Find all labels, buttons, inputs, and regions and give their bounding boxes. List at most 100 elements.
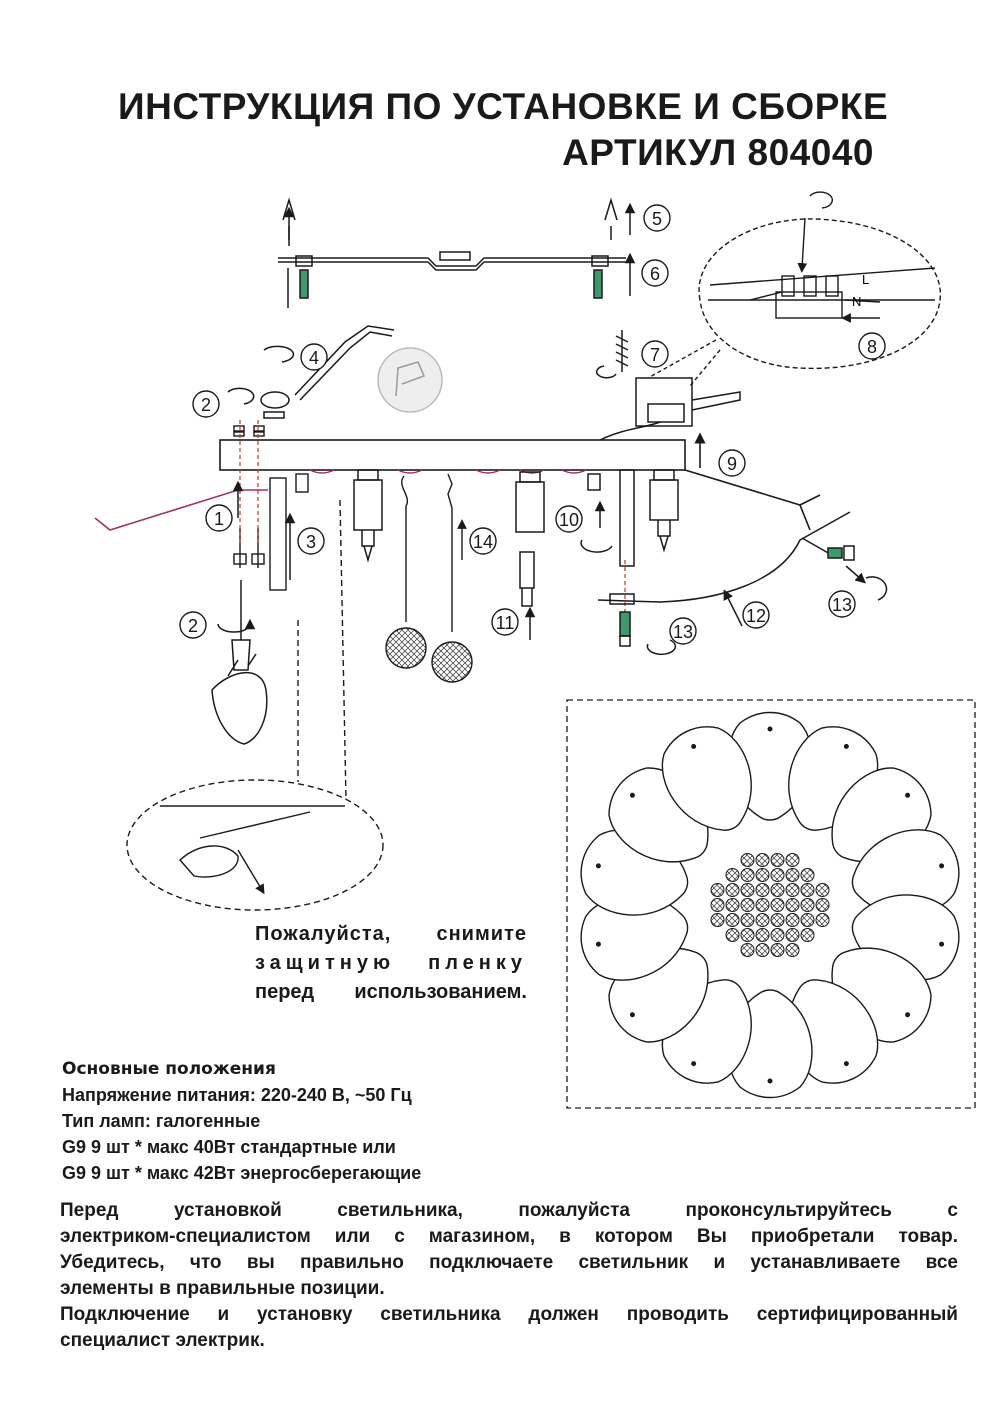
crystal-bead: [800, 868, 815, 882]
crystal-bead: [740, 898, 755, 912]
crystal-bead: [800, 913, 815, 927]
terminal-block-detail: [647, 191, 941, 387]
specs-option-2: G9 9 шт * макс 42Вт энергосберегающие: [62, 1163, 422, 1183]
hook-detail: [260, 325, 443, 419]
mounting-plate: [278, 197, 626, 308]
svg-text:2: 2: [188, 616, 198, 636]
step-11-label: 11: [491, 608, 519, 636]
svg-text:5: 5: [652, 209, 662, 229]
top-view-frame: [566, 699, 976, 1109]
crystal-bead: [815, 898, 830, 912]
svg-text:1: 1: [214, 509, 224, 529]
crystal-bead: [770, 868, 785, 882]
crystal-bead: [725, 928, 740, 942]
step-13-label-lower: 13: [669, 617, 697, 645]
film-notice-line-3: перед использованием.: [255, 981, 527, 1003]
step-2-label-lower: 2: [179, 611, 207, 639]
crystal-bead: [800, 898, 815, 912]
step-labels: 1 2 2 3 4 5 6 7 8 9 10 11 12 13 13 14: [179, 204, 886, 645]
notes-line-1: Перед установкой светильника, пожалуйста…: [60, 1200, 958, 1221]
svg-text:14: 14: [473, 532, 493, 552]
svg-text:12: 12: [746, 606, 766, 626]
canopy-body: [219, 432, 821, 531]
ceiling-screw-and-box: [595, 330, 741, 441]
crystal-bead: [785, 913, 800, 927]
crystal-bead: [725, 898, 740, 912]
crystal-bead: [785, 868, 800, 882]
crystal-bead: [785, 853, 800, 867]
svg-text:2: 2: [201, 395, 211, 415]
notes-line-4: элементы в правильные позиции.: [60, 1278, 385, 1299]
crystal-bead: [740, 883, 755, 897]
specs-heading: Основные положения: [62, 1059, 276, 1079]
safety-notes: Перед установкой светильника, пожалуйста…: [60, 1198, 958, 1354]
crystal-bead: [770, 943, 785, 957]
terminal-label-neutral: N: [852, 294, 861, 309]
crystal-bead: [710, 913, 725, 927]
svg-text:13: 13: [673, 622, 693, 642]
crystal-bead: [755, 928, 770, 942]
crystal-bead: [740, 913, 755, 927]
crystal-bead: [740, 868, 755, 882]
crystal-bead: [755, 853, 770, 867]
top-view-petals: [580, 711, 960, 1099]
film-notice: Пожалуйста, снимите защитную пленку пере…: [255, 920, 527, 1007]
page-title: ИНСТРУКЦИЯ ПО УСТАНОВКЕ И СБОРКЕ: [118, 86, 889, 127]
petal: [661, 726, 752, 831]
crystal-bead: [800, 883, 815, 897]
svg-text:13: 13: [832, 595, 852, 615]
specs-option-1: G9 9 шт * макс 40Вт стандартные или: [62, 1137, 396, 1157]
crystal-bead: [770, 883, 785, 897]
svg-text:8: 8: [867, 337, 877, 357]
lamp-holders: [353, 469, 679, 607]
crystal-bead: [725, 913, 740, 927]
crystal-bead: [740, 853, 755, 867]
svg-text:4: 4: [309, 348, 319, 368]
step-3-label: 3: [297, 527, 325, 555]
step-12-label: 12: [742, 601, 770, 629]
petal: [580, 894, 689, 981]
film-notice-line-1: Пожалуйста, снимите: [255, 923, 527, 945]
crystal-bead: [710, 883, 725, 897]
notes-line-3: Убедитесь, что вы правильно подключаете …: [60, 1252, 958, 1273]
svg-text:11: 11: [496, 613, 515, 633]
crystal-bead: [770, 913, 785, 927]
step-8-label: 8: [858, 332, 886, 360]
terminal-label-live: L: [862, 272, 869, 287]
crystal-bead: [815, 883, 830, 897]
petal: [851, 829, 960, 916]
top-view-crystal-grid: [710, 853, 830, 957]
crystal-bead: [755, 943, 770, 957]
step-7-label: 7: [641, 340, 669, 368]
crystal-bead: [800, 928, 815, 942]
specs-voltage: Напряжение питания: 220-240 В, ~50 Гц: [62, 1085, 412, 1105]
lower-wiring: [524, 500, 888, 656]
step-1-label: 1: [205, 504, 233, 532]
film-detail-bubble: [126, 499, 384, 911]
crystal-bead: [755, 868, 770, 882]
left-fixing-screws: [233, 425, 309, 591]
crystal-bead: [710, 898, 725, 912]
crystal-bead: [770, 853, 785, 867]
crystal-bead: [770, 928, 785, 942]
step-6-label: 6: [641, 259, 669, 287]
crystal-bead: [740, 943, 755, 957]
crystal-bead: [770, 898, 785, 912]
crystal-bead: [725, 883, 740, 897]
screwdriver-hand: [211, 580, 268, 745]
specifications: Основные положения Напряжение питания: 2…: [62, 1056, 421, 1186]
step-10-label: 10: [555, 505, 583, 533]
notes-line-6: специалист электрик.: [60, 1330, 265, 1351]
left-step-arrows: [217, 345, 296, 633]
crystal-pendants: [385, 473, 473, 683]
crystal-bead: [740, 928, 755, 942]
svg-text:7: 7: [650, 345, 660, 365]
step-4-label: 4: [300, 343, 328, 371]
svg-text:3: 3: [306, 532, 316, 552]
film-notice-line-2: защитную пленку: [255, 952, 527, 974]
step-9-label: 9: [718, 449, 746, 477]
crystal-bead: [785, 943, 800, 957]
crystal-bead: [755, 883, 770, 897]
specs-lamp-type: Тип ламп: галогенные: [62, 1111, 261, 1131]
